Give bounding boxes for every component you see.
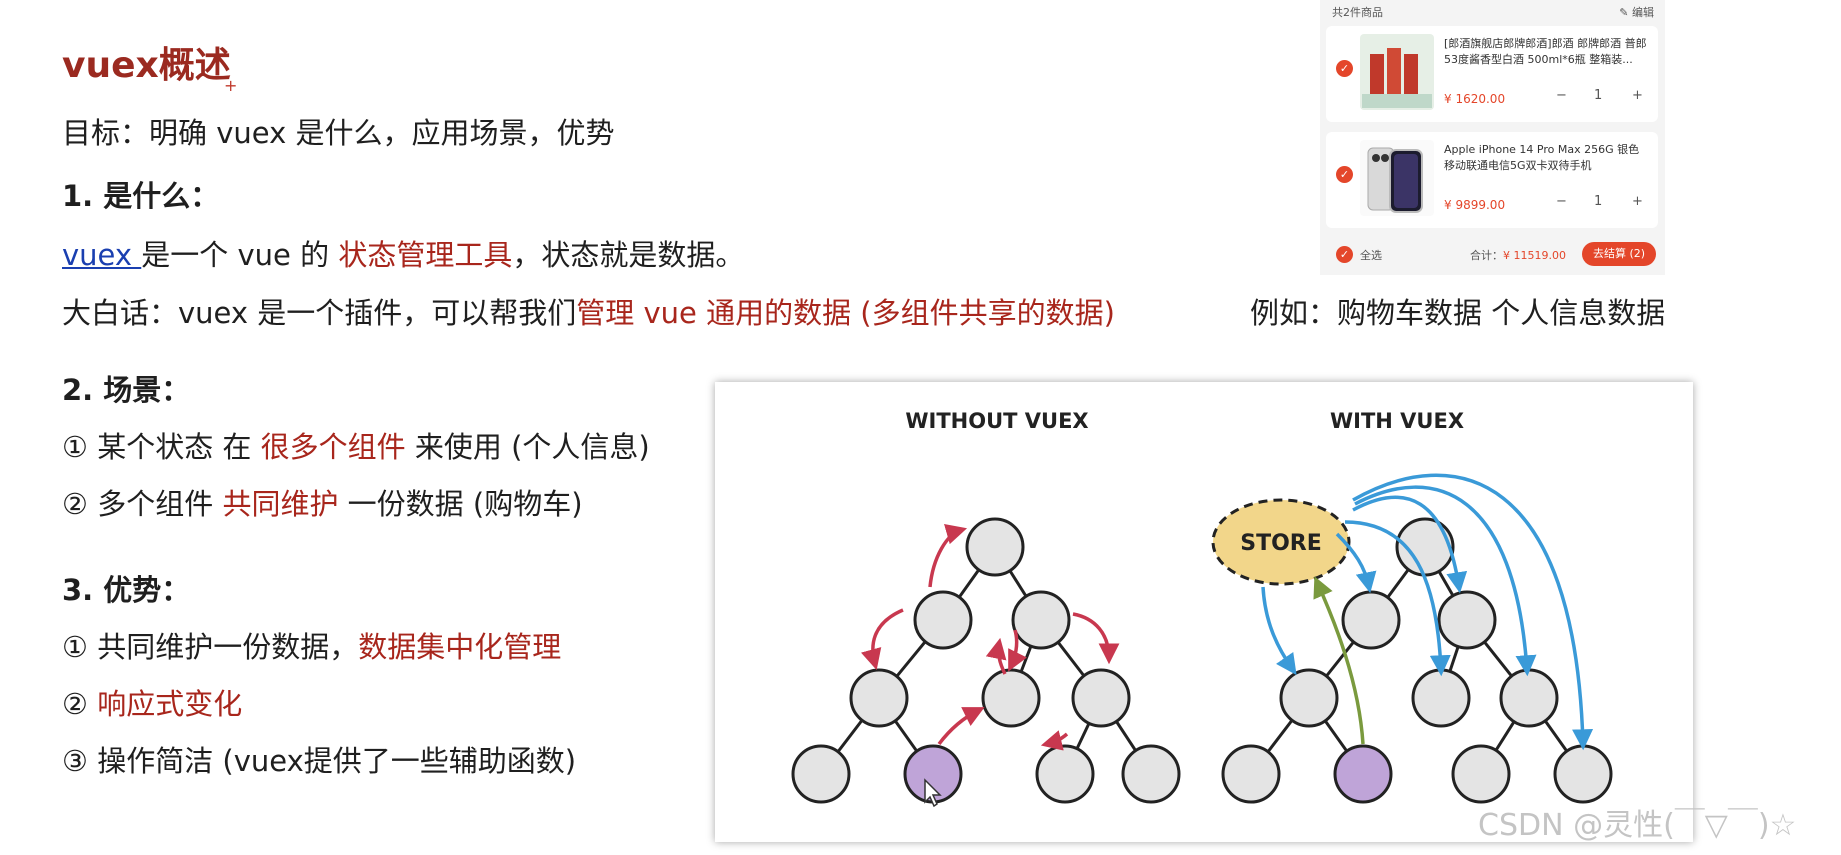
- tree-node: [981, 668, 1041, 728]
- minus-button[interactable]: −: [1556, 88, 1567, 103]
- tree-node: [1437, 590, 1497, 650]
- cursor-plus-icon: +: [224, 76, 238, 95]
- select-all-label: 全选: [1360, 249, 1382, 262]
- cart-item: ✓ Apple iPhone 14 Pro Max 256G 银色 移动联通电信…: [1326, 132, 1658, 228]
- checkout-button[interactable]: 去结算 (2): [1582, 242, 1656, 266]
- left-tree-nodes: [791, 517, 1181, 804]
- tree-node: [1071, 668, 1131, 728]
- cart-footer: ✓ 全选 合计：¥ 11519.00 去结算 (2): [1320, 238, 1665, 272]
- tree-node: [1451, 744, 1511, 804]
- item-name: [郎酒旗舰店郎牌郎酒]郎酒 郎牌郎酒 普郎 53度酱香型白酒 500ml*6瓶 …: [1444, 37, 1647, 66]
- quantity-value: 1: [1594, 194, 1603, 209]
- item-checkbox[interactable]: ✓: [1336, 166, 1353, 183]
- definition-line: vuex 是一个 vue 的 状态管理工具，状态就是数据。: [62, 232, 744, 274]
- quantity-stepper[interactable]: − 1 +: [1556, 194, 1646, 214]
- section2-heading: 2. 场景：: [62, 373, 191, 407]
- scenario2-text-2: 一份数据 (购物车): [338, 487, 583, 521]
- without-vuex-title: WITHOUT VUEX: [905, 409, 1088, 433]
- scenario-item-2: ② 多个组件 共同维护 一份数据 (购物车): [62, 481, 583, 523]
- advantage2-highlight: 响应式变化: [97, 687, 243, 721]
- store-label: STORE: [1240, 531, 1322, 556]
- advantage1-text: ① 共同维护一份数据，: [62, 630, 359, 664]
- tree-node: [1221, 744, 1281, 804]
- source-node: [1333, 744, 1393, 804]
- plus-button[interactable]: +: [1632, 194, 1643, 209]
- right-tree-nodes: [1221, 517, 1613, 804]
- quantity-stepper[interactable]: − 1 +: [1556, 88, 1646, 108]
- tree-node: [1499, 668, 1559, 728]
- cart-edit-label: 编辑: [1632, 6, 1654, 19]
- cart-total: 合计：¥ 11519.00: [1470, 247, 1566, 263]
- scenario1-highlight: 很多个组件: [260, 430, 406, 464]
- mouse-cursor-icon: [924, 778, 942, 808]
- scenario2-highlight: 共同维护: [222, 487, 339, 521]
- total-label: 合计：: [1470, 249, 1503, 262]
- phone-product-image: [1360, 140, 1434, 216]
- scenario-item-1: ① 某个状态 在 很多个组件 来使用 (个人信息): [62, 424, 650, 466]
- plain-highlight: 管理 vue 通用的数据 (多组件共享的数据): [576, 296, 1115, 330]
- cart-edit-button[interactable]: ✎ 编辑: [1619, 4, 1654, 20]
- advantage1-highlight: 数据集中化管理: [358, 630, 562, 664]
- advantage-item-1: ① 共同维护一份数据，数据集中化管理: [62, 624, 561, 666]
- item-checkbox[interactable]: ✓: [1336, 60, 1353, 77]
- cart-count: 共2件商品: [1332, 6, 1383, 19]
- definition-highlight: 状态管理工具: [338, 238, 513, 272]
- store-blue-arrows: [1261, 473, 1594, 751]
- item-name: Apple iPhone 14 Pro Max 256G 银色 移动联通电信5G…: [1444, 143, 1640, 172]
- liquor-product-image: [1360, 34, 1434, 110]
- select-all-checkbox[interactable]: ✓: [1336, 246, 1353, 263]
- item-price: ¥ 1620.00: [1444, 92, 1506, 106]
- section1-heading: 1. 是什么：: [62, 179, 220, 213]
- tree-node: [1341, 590, 1401, 650]
- goal-line: 目标：明确 vuex 是什么，应用场景，优势: [62, 116, 615, 150]
- item-price: ¥ 9899.00: [1444, 198, 1506, 212]
- scenario2-text-1: ② 多个组件: [62, 487, 223, 521]
- definition-text-2: ，状态就是数据。: [512, 238, 745, 272]
- scenario1-text-2: 来使用 (个人信息): [405, 430, 650, 464]
- left-tree-edges: [819, 546, 1153, 775]
- left-red-arrows: [861, 523, 1120, 751]
- watermark: CSDN @灵性(￣▽￣)☆: [1478, 808, 1797, 843]
- total-value: ¥ 11519.00: [1503, 249, 1566, 262]
- tree-node: [1411, 668, 1471, 728]
- tree-node: [965, 517, 1025, 577]
- advantage-item-2: ② 响应式变化: [62, 681, 242, 723]
- store-node: STORE: [1211, 498, 1351, 586]
- cart-preview: 共2件商品 ✎ 编辑 ✓ [郎酒旗舰店郎牌郎酒]郎酒 郎牌郎酒 普郎 53度酱香…: [1320, 0, 1665, 275]
- advantage2-text: ②: [62, 687, 98, 721]
- tree-node: [849, 668, 909, 728]
- cart-item: ✓ [郎酒旗舰店郎牌郎酒]郎酒 郎牌郎酒 普郎 53度酱香型白酒 500ml*6…: [1326, 26, 1658, 122]
- advantage-item-3: ③ 操作简洁 (vuex提供了一些辅助函数): [62, 744, 577, 778]
- section3-heading: 3. 优势：: [62, 573, 191, 607]
- scenario1-text-1: ① 某个状态 在: [62, 430, 261, 464]
- definition-text-1: 是一个 vue 的: [141, 238, 339, 272]
- tree-node: [1011, 590, 1071, 650]
- vuex-link[interactable]: vuex: [62, 238, 142, 272]
- plain-explanation-line: 大白话：vuex 是一个插件，可以帮我们管理 vue 通用的数据 (多组件共享的…: [62, 290, 1115, 332]
- tree-node: [1279, 668, 1339, 728]
- plain-text-1: 大白话：vuex 是一个插件，可以帮我们: [62, 296, 577, 330]
- edit-icon: ✎: [1619, 6, 1629, 19]
- plus-button[interactable]: +: [1632, 88, 1643, 103]
- diagram-svg: WITHOUT VUEX WITH VUEX: [791, 409, 1613, 808]
- tree-node: [1121, 744, 1181, 804]
- example-text: 例如：购物车数据 个人信息数据: [1250, 296, 1666, 330]
- cart-header: 共2件商品 ✎ 编辑: [1332, 4, 1654, 22]
- tree-node: [791, 744, 851, 804]
- tree-node: [1035, 744, 1095, 804]
- tree-node: [1553, 744, 1613, 804]
- tree-node: [913, 590, 973, 650]
- green-arrow: [1313, 576, 1365, 745]
- quantity-value: 1: [1594, 88, 1603, 103]
- vuex-comparison-diagram: WITHOUT VUEX WITH VUEX: [715, 382, 1693, 842]
- minus-button[interactable]: −: [1556, 194, 1567, 209]
- with-vuex-title: WITH VUEX: [1330, 409, 1464, 433]
- page-title: vuex概述: [62, 45, 231, 86]
